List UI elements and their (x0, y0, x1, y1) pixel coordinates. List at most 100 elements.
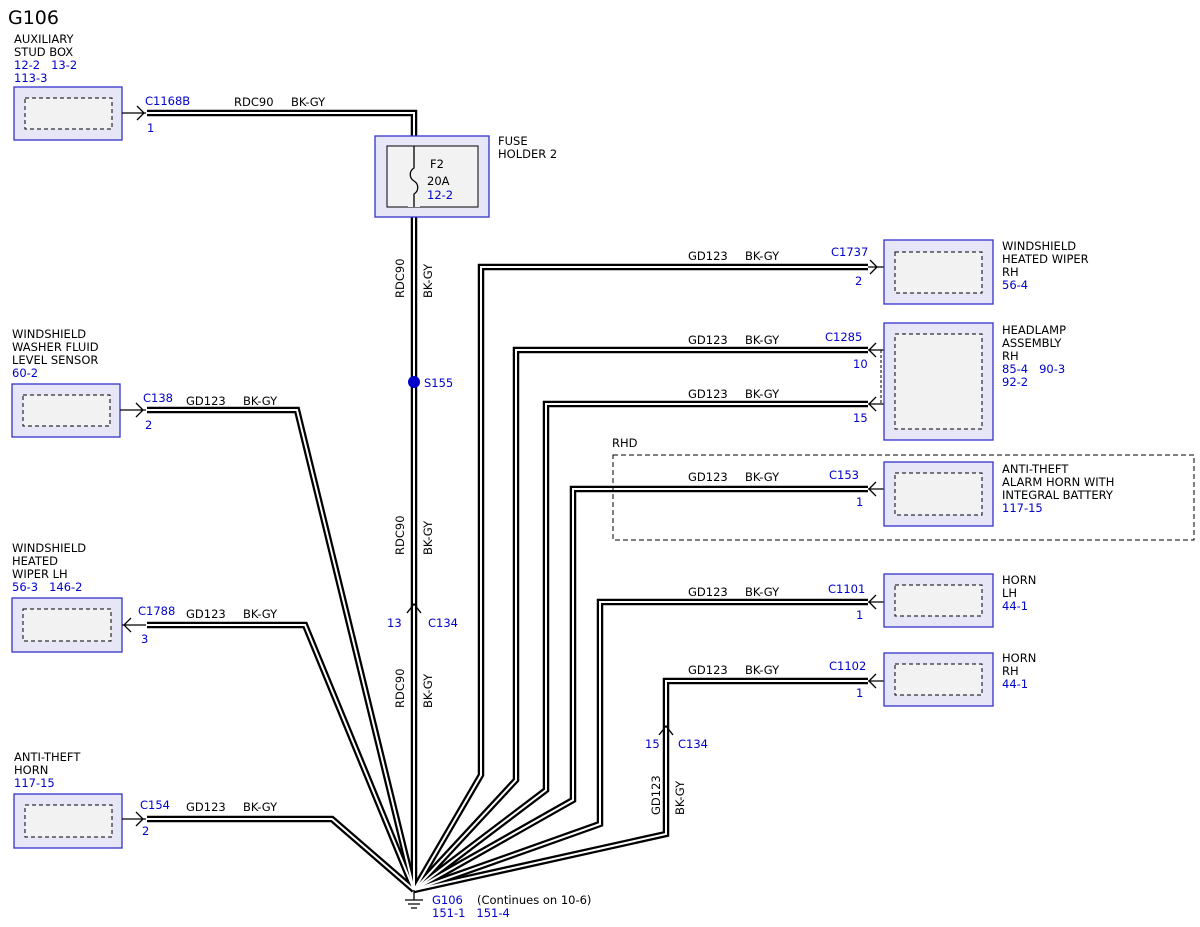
horn-lh-pin-arrow (868, 594, 884, 610)
ground-refs: 151-1 151-4 (432, 906, 510, 920)
wiper-lh: WINDSHIELD HEATED WIPER LH 56-3 146-2 C1… (11, 541, 278, 653)
horn-lh-color: BK-GY (745, 585, 780, 599)
fuse-rating: 20A (427, 174, 450, 188)
rh-vert-circuit: GD123 (649, 775, 663, 815)
washer-name-2: WASHER FLUID (12, 340, 99, 354)
main-circuit-label-3: RDC90 (393, 668, 407, 708)
ground-id: G106 (432, 893, 463, 907)
headlamp-ref-2: 92-2 (1002, 375, 1028, 389)
alarm-circuit: GD123 (688, 470, 728, 484)
washer-name-1: WINDSHIELD (12, 327, 86, 341)
alarm-horn: GD123 BK-GY C153 1 ANTI-THEFT ALARM HORN… (688, 461, 1114, 527)
rhd-zone (612, 454, 1195, 541)
washer-inner (22, 394, 111, 427)
wiring (147, 109, 868, 894)
aux-circuit: RDC90 (234, 95, 274, 109)
wiper-lh-inner (22, 608, 112, 642)
wiper-rh: GD123 BK-GY C1737 2 WINDSHIELD HEATED WI… (688, 239, 1089, 305)
horn-at-connector: C154 (140, 798, 170, 812)
rhd-label: RHD (612, 436, 638, 450)
fuse-id: F2 (430, 157, 444, 171)
wiper-rh-color: BK-GY (745, 249, 780, 263)
wiper-rh-pin-arrow (868, 259, 884, 275)
horn-rh-inner (894, 663, 983, 696)
horn-at-circuit: GD123 (186, 800, 226, 814)
headlamp-pin-a: 10 (853, 357, 868, 371)
aux-ref-2: 113-3 (14, 71, 47, 85)
headlamp-connector: C1285 (825, 330, 862, 344)
horn-rh: GD123 BK-GY C1102 1 HORN RH 44-1 (688, 651, 1036, 707)
fuse-inner-box (386, 145, 479, 208)
splice-dot (408, 376, 420, 388)
headlamp-name-2: ASSEMBLY (1002, 336, 1062, 350)
c134-rh-arrow (658, 724, 674, 736)
wiper-lh-color: BK-GY (243, 607, 278, 621)
wiper-rh-name-2: HEATED WIPER (1002, 252, 1089, 266)
ground-g106: G106 (Continues on 10-6) 151-1 151-4 (405, 890, 591, 920)
alarm-name-3: INTEGRAL BATTERY (1002, 488, 1114, 502)
alarm-inner (894, 472, 983, 516)
c134-main-label: C134 (428, 616, 458, 630)
rh-vert-color: BK-GY (673, 780, 687, 815)
headlamp-pin-a-arrow (868, 342, 884, 358)
wiper-rh-connector: C1737 (831, 245, 868, 259)
ground-icon (405, 890, 423, 909)
fuse-ref: 12-2 (427, 188, 453, 202)
washer-fluid-sensor: WINDSHIELD WASHER FLUID LEVEL SENSOR 60-… (11, 327, 278, 438)
horn-at-inner (24, 804, 113, 838)
main-color-label-2: BK-GY (421, 520, 435, 555)
alarm-ref: 117-15 (1002, 501, 1043, 515)
fuse-holder-2: F2 20A 12-2 FUSE HOLDER 2 (374, 134, 557, 218)
wiper-lh-connector: C1788 (138, 604, 175, 618)
c134-rh-pin: 15 (645, 737, 660, 751)
washer-circuit: GD123 (186, 394, 226, 408)
horn-at-name-1: ANTI-THEFT (14, 750, 81, 764)
ground-note: (Continues on 10-6) (477, 893, 591, 907)
wiper-lh-pin: 3 (141, 632, 148, 646)
wiper-rh-circuit: GD123 (688, 249, 728, 263)
splice-label: S155 (424, 376, 453, 390)
horn-rh-pin: 1 (856, 686, 863, 700)
horn-rh-name-1: HORN (1002, 651, 1036, 665)
alarm-color: BK-GY (745, 470, 780, 484)
wiper-lh-name-3: WIPER LH (12, 567, 68, 581)
headlamp-color-a: BK-GY (745, 333, 780, 347)
washer-connector: C138 (143, 391, 173, 405)
washer-pin-arrow (120, 402, 146, 418)
aux-pin: 1 (147, 121, 154, 135)
alarm-pin: 1 (856, 495, 863, 509)
main-circuit-label-1: RDC90 (393, 258, 407, 298)
wiper-lh-name-1: WINDSHIELD (12, 541, 86, 555)
headlamp-color-b: BK-GY (745, 387, 780, 401)
wiper-rh-name-1: WINDSHIELD (1002, 239, 1076, 253)
wiper-lh-pin-arrow (122, 617, 146, 633)
alarm-pin-arrow (868, 481, 884, 497)
wiper-rh-name-3: RH (1002, 265, 1019, 279)
aux-name-1: AUXILIARY (14, 32, 74, 46)
horn-lh-name-1: HORN (1002, 573, 1036, 587)
main-color-label-3: BK-GY (421, 673, 435, 708)
c134-main-pin: 13 (387, 616, 402, 630)
horn-at-name-2: HORN (14, 763, 48, 777)
c134-main-arrow (406, 602, 422, 614)
headlamp-pin-b: 15 (853, 411, 868, 425)
washer-pin: 2 (145, 418, 152, 432)
c134-rh-label: C134 (678, 737, 708, 751)
headlamp-ref-1: 85-4 90-3 (1002, 362, 1065, 376)
horn-rh-name-2: RH (1002, 664, 1019, 678)
horn-lh-name-2: LH (1002, 586, 1017, 600)
alarm-name-2: ALARM HORN WITH (1002, 475, 1114, 489)
fuse-symbol (409, 146, 419, 207)
main-color-label-1: BK-GY (421, 263, 435, 298)
aux-pin-arrow (122, 105, 146, 121)
horn-lh-connector: C1101 (828, 582, 865, 596)
wiper-rh-inner (894, 251, 983, 294)
headlamp-pin-b-arrow (868, 396, 884, 412)
aux-color: BK-GY (291, 95, 326, 109)
alarm-name-1: ANTI-THEFT (1002, 462, 1069, 476)
fuse-name-2: HOLDER 2 (498, 147, 557, 161)
headlamp-name-1: HEADLAMP (1002, 323, 1066, 337)
aux-inner (24, 97, 113, 130)
headlamp-inner (894, 333, 983, 430)
horn-at-color: BK-GY (243, 800, 278, 814)
